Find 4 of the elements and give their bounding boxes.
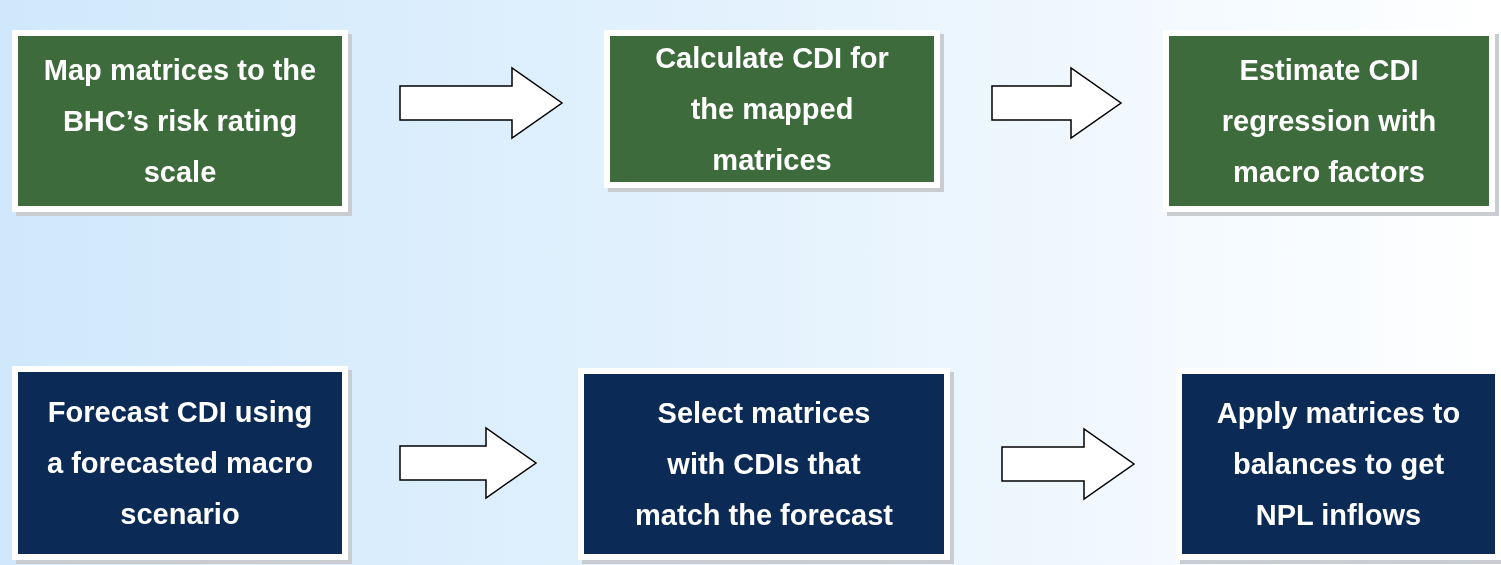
block-arrow <box>1001 427 1136 501</box>
block-arrow <box>399 426 538 500</box>
block-arrow <box>399 66 564 140</box>
block-arrow <box>991 66 1123 140</box>
